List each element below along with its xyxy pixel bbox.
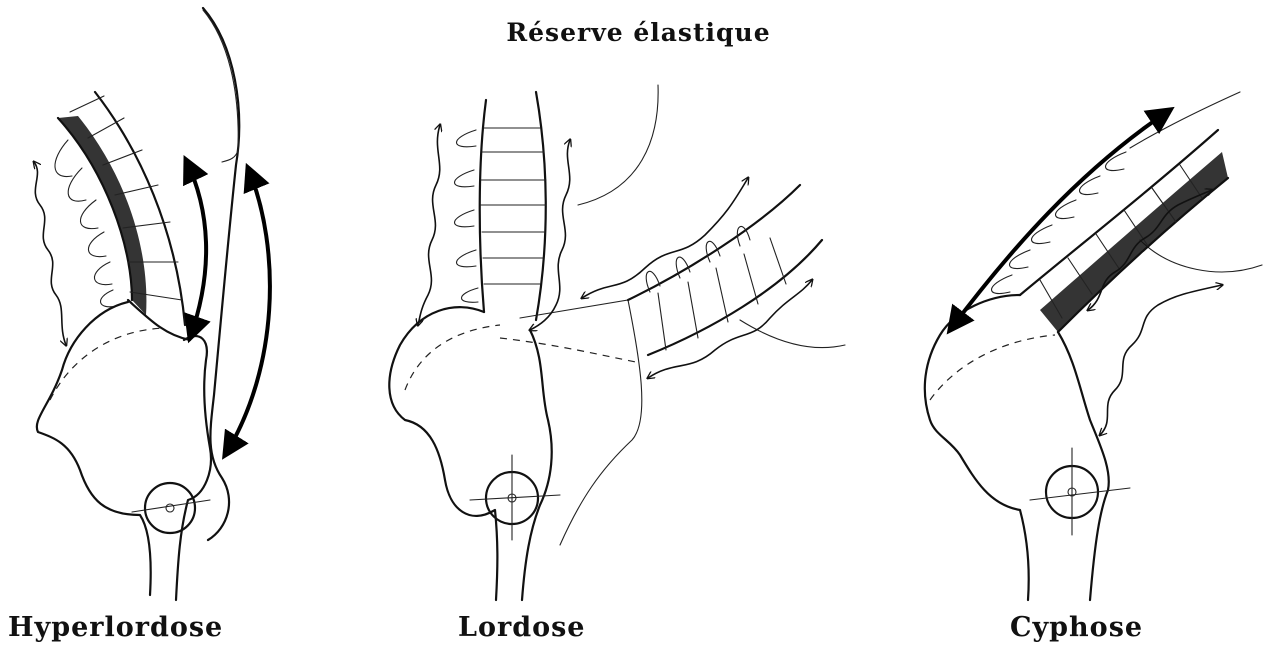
pelvis-outline: [925, 295, 1109, 600]
femoral-head: [145, 483, 195, 533]
abdomen-contour: [578, 85, 658, 205]
caption-lordose: Lordose: [458, 612, 586, 643]
wavy-arrow-hyperlordose: [34, 162, 66, 345]
vertebra-lines: [70, 96, 182, 300]
spine-anterior-edge: [1058, 178, 1228, 332]
spine-posterior-edge: [480, 100, 486, 312]
pelvis-outline: [389, 307, 551, 600]
vertebra-lines: [481, 128, 546, 284]
caption-hyperlordose: Hyperlordose: [8, 612, 223, 643]
pelvis-dashed: [50, 328, 165, 400]
wavy-arrow-abdominal: [1100, 285, 1222, 435]
spine-shading: [1040, 152, 1228, 332]
abdomen-contour: [203, 8, 239, 540]
sacrum: [128, 300, 190, 340]
pelvis-dashed: [405, 325, 500, 390]
wavy-arrow-lower-incline: [648, 280, 812, 378]
wavy-arrow-right: [530, 140, 570, 330]
hip-axis: [132, 500, 210, 512]
wavy-arrow-left: [418, 125, 440, 325]
inclined-vertebra-lines: [658, 238, 786, 350]
pelvis-outline: [37, 302, 211, 600]
spine-shading: [58, 116, 146, 315]
upper-curve: [1130, 92, 1240, 148]
pelvis-rotated-dashed: [500, 338, 636, 362]
figure-cyphose: [925, 92, 1262, 600]
spine-anterior-edge: [536, 92, 546, 320]
figure-lordose: [389, 85, 845, 600]
inclined-abdomen: [740, 320, 845, 348]
abdomen-contour: [1140, 240, 1262, 272]
caption-cyphose: Cyphose: [1010, 612, 1143, 643]
inclined-spine-upper-edge: [628, 185, 800, 300]
arrow-anterior-short: [186, 160, 206, 338]
figure-hyperlordose: [34, 8, 270, 600]
spinous-processes: [455, 130, 479, 302]
pelvis-dashed: [930, 335, 1055, 400]
